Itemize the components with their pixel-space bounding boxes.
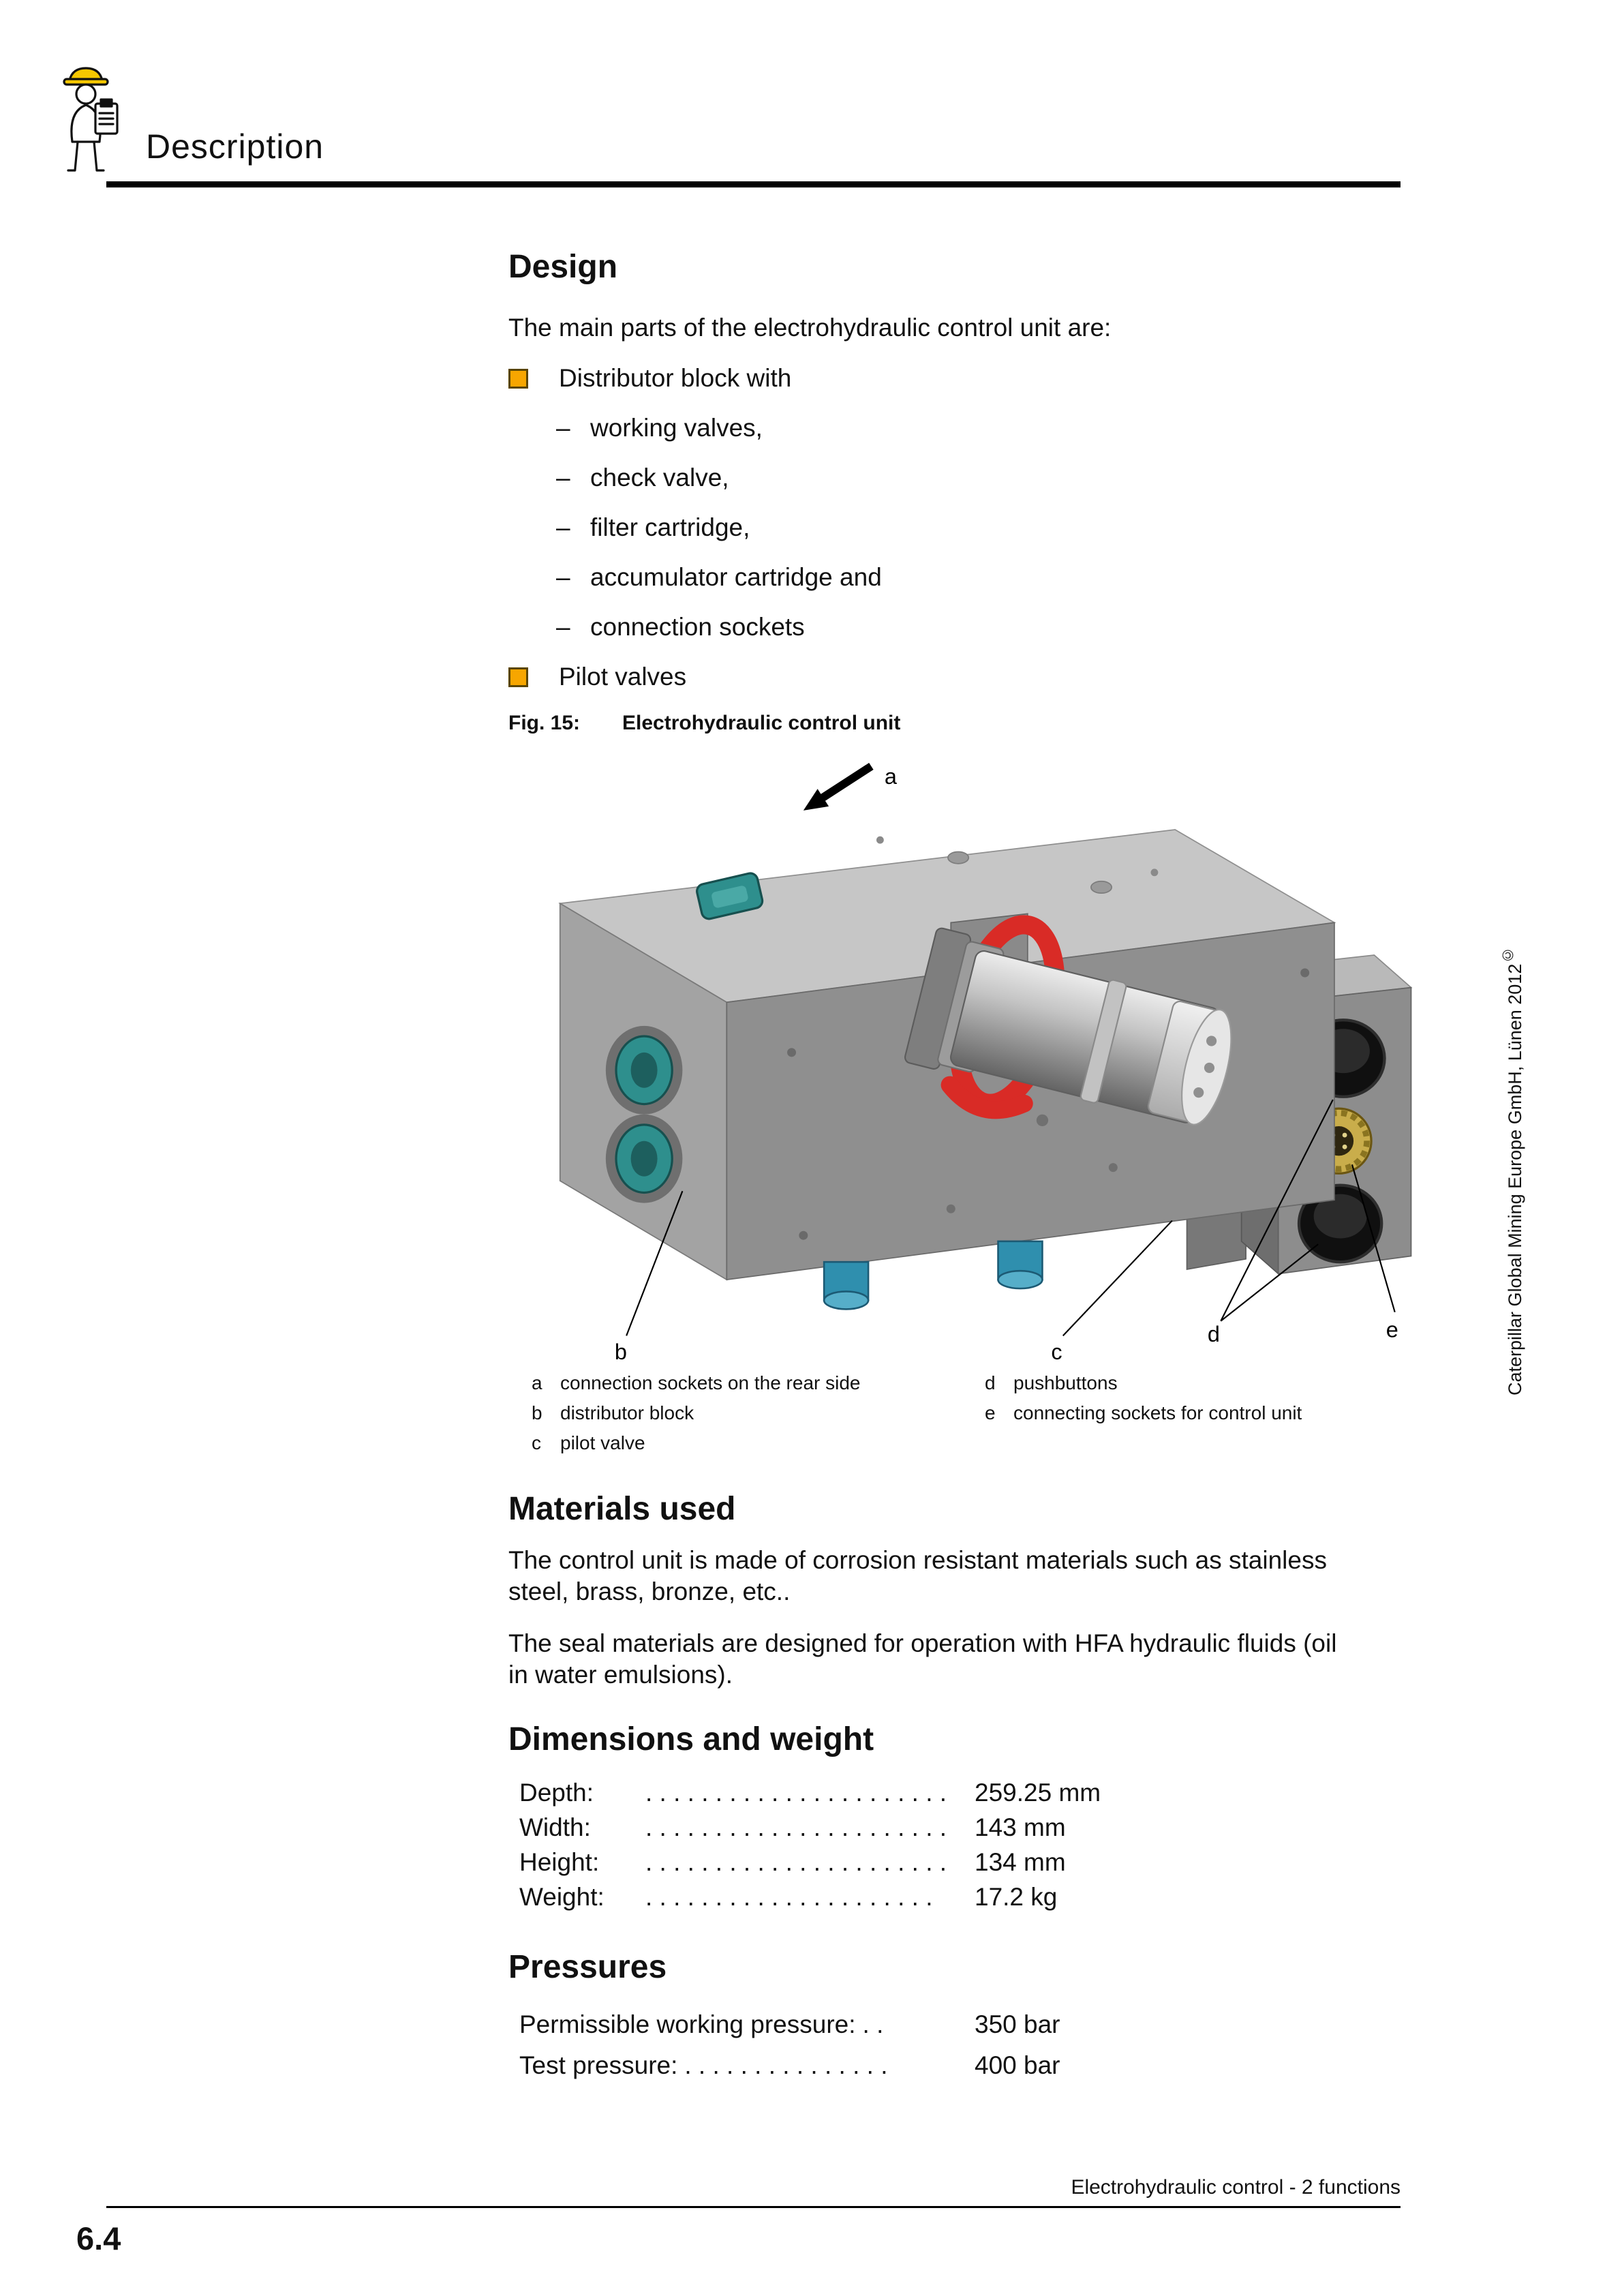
list-item: Distributor block with [508, 363, 1408, 393]
list-subitem-label: working valves, [590, 414, 763, 442]
legend-key: a [532, 1372, 542, 1393]
spec-row: Height: . . . . . . . . . . . . . . . . … [519, 1845, 1145, 1879]
dimensions-heading: Dimensions and weight [508, 1721, 874, 1757]
spec-value: 350 bar [975, 2010, 1060, 2038]
list-item: Pilot valves [508, 662, 1408, 692]
legend-key: e [985, 1402, 996, 1423]
dot-leader: . . . . . . . . . . . . . . . . . . . . … [645, 1813, 947, 1841]
legend-text: distributor block [560, 1402, 694, 1423]
legend-text: pilot valve [560, 1432, 645, 1453]
copyright-symbol: © [1499, 946, 1516, 964]
spec-value: 17.2 kg [975, 1883, 1058, 1911]
design-list: The main parts of the electrohydraulic c… [508, 313, 1408, 712]
callout-a: a [885, 764, 898, 789]
materials-paragraph-2: The seal materials are designed for oper… [508, 1629, 1337, 1689]
dash-bullet: – [556, 613, 570, 641]
spec-label: Height: [519, 1848, 600, 1876]
legend-item: e connecting sockets for control unit [985, 1403, 1302, 1423]
callout-arrow-icon [803, 789, 829, 811]
list-subitem-label: accumulator cartridge and [590, 563, 882, 591]
list-subitem: – filter cartridge, [508, 513, 1408, 543]
callout-lines [626, 762, 1396, 1337]
spec-label: Width: [519, 1813, 591, 1841]
list-item-label: Distributor block with [559, 364, 792, 392]
spec-label: Permissible working pressure: [519, 2010, 856, 2038]
spec-label: Test pressure: [519, 2051, 678, 2079]
dash-bullet: – [556, 513, 570, 541]
legend-text: pushbuttons [1013, 1372, 1118, 1393]
legend-text: connecting sockets for control unit [1013, 1402, 1302, 1423]
pressures-heading: Pressures [508, 1949, 667, 1985]
legend-key: d [985, 1372, 996, 1393]
footer-chapter: Electrohydraulic control - 2 functions [1071, 2176, 1401, 2199]
dash-bullet: – [556, 464, 570, 492]
accumulator-cylinder [904, 927, 1232, 1126]
legend-item: c pilot valve [532, 1433, 860, 1453]
bottom-plug-icon [823, 1260, 870, 1310]
figure-legend-left: a connection sockets on the rear side b … [532, 1373, 860, 1463]
callout-b: b [615, 1340, 627, 1364]
callout-d: d [1208, 1322, 1220, 1346]
spec-value: 143 mm [975, 1813, 1066, 1841]
figure-label: Fig. 15: [508, 712, 581, 734]
list-subitem: – connection sockets [508, 612, 1408, 642]
spec-row: Test pressure: . . . . . . . . . . . . .… [519, 2045, 1145, 2086]
copyright-imprint: Caterpillar Global Mining Europe GmbH, L… [1499, 928, 1529, 1395]
list-item-label: Pilot valves [559, 663, 687, 691]
spec-value: 400 bar [975, 2051, 1060, 2079]
list-subitem-label: filter cartridge, [590, 513, 750, 541]
legend-item: b distributor block [532, 1403, 860, 1423]
design-intro: The main parts of the electrohydraulic c… [508, 314, 1112, 342]
spec-row: Weight: . . . . . . . . . . . . . . . . … [519, 1879, 1145, 1914]
spec-value: 259.25 mm [975, 1779, 1101, 1807]
dot-leader: . . . . . . . . . . . . . . . . . . . . … [645, 1779, 947, 1807]
spec-value: 134 mm [975, 1848, 1066, 1876]
square-bullet-icon [508, 368, 528, 389]
figure-legend-right: d pushbuttons e connecting sockets for c… [985, 1373, 1302, 1433]
clamp-ring-front-icon [940, 1076, 1033, 1119]
page-number: 6.4 [76, 2220, 121, 2256]
design-heading: Design [508, 249, 618, 285]
spec-row: Permissible working pressure: . . 350 ba… [519, 2004, 1145, 2045]
dot-leader: . . . . . . . . . . . . . . . . . . . . … [645, 1883, 933, 1911]
materials-paragraph-1: The control unit is made of corrosion re… [508, 1546, 1327, 1605]
callout-c: c [1051, 1340, 1062, 1364]
dimensions-table: Depth: . . . . . . . . . . . . . . . . .… [519, 1775, 1145, 1914]
spec-label: Depth: [519, 1779, 594, 1807]
imprint-text: Caterpillar Global Mining Europe GmbH, L… [1505, 963, 1525, 1395]
dot-leader: . . . . . . . . . . . . . . . . . . . . … [645, 1848, 947, 1876]
spec-label: Weight: [519, 1883, 605, 1911]
dot-leader: . . . . . . . . . . . . . . . [684, 2051, 888, 2079]
legend-item: d pushbuttons [985, 1373, 1302, 1393]
header-rule [106, 181, 1401, 187]
square-bullet-icon [508, 667, 528, 687]
figure-illustration: a b c d e [508, 749, 1416, 1368]
figure-caption-text: Electrohydraulic control unit [622, 712, 901, 734]
top-port-icon [696, 872, 764, 920]
pressures-table: Permissible working pressure: . . 350 ba… [519, 2004, 1145, 2086]
spec-row: Depth: . . . . . . . . . . . . . . . . .… [519, 1775, 1145, 1810]
legend-text: connection sockets on the rear side [560, 1372, 861, 1393]
dash-bullet: – [556, 414, 570, 442]
legend-item: a connection sockets on the rear side [532, 1373, 860, 1393]
list-subitem-label: check valve, [590, 464, 729, 492]
legend-key: b [532, 1402, 542, 1423]
dot-leader: . . [862, 2010, 884, 2038]
spec-row: Width: . . . . . . . . . . . . . . . . .… [519, 1810, 1145, 1845]
pushbutton-bottom-icon [1297, 1183, 1383, 1264]
list-subitem-label: connection sockets [590, 613, 805, 641]
legend-key: c [532, 1432, 541, 1453]
materials-heading: Materials used [508, 1491, 736, 1527]
left-face-ports-icon [605, 1025, 683, 1203]
list-subitem: – working valves, [508, 413, 1408, 443]
footer-rule [106, 2206, 1401, 2208]
page-title: Description [146, 127, 324, 166]
worker-icon [50, 63, 132, 177]
callout-e: e [1386, 1318, 1398, 1342]
list-subitem: – check valve, [508, 463, 1408, 493]
figure-caption: Fig. 15: Electrohydraulic control unit [508, 712, 900, 735]
dash-bullet: – [556, 563, 570, 591]
list-subitem: – accumulator cartridge and [508, 562, 1408, 592]
bottom-plug-icon [997, 1240, 1043, 1290]
